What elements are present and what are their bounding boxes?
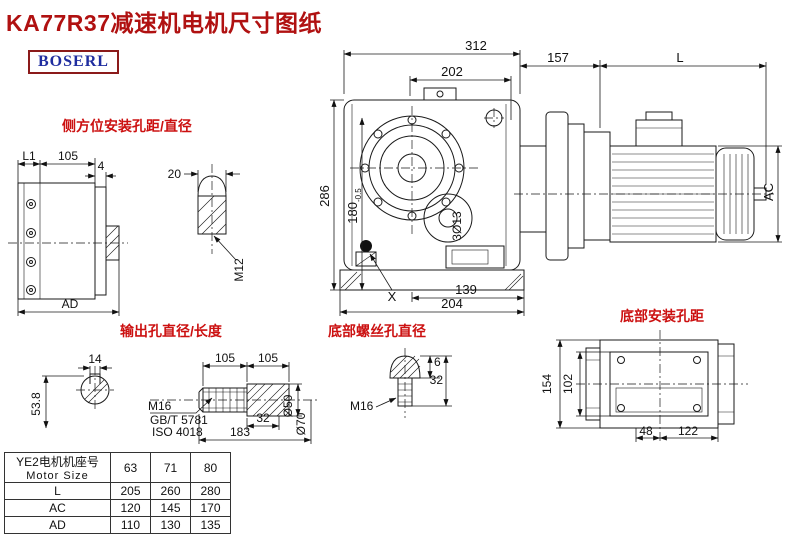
- dim-312: 312: [465, 38, 487, 53]
- page-title: KA77R37减速机电机尺寸图纸: [6, 10, 322, 36]
- dim-32-screw: 32: [430, 373, 444, 387]
- dim-value: 130: [150, 516, 191, 534]
- dim-6: 6: [434, 355, 441, 369]
- dim-dia70: Ø70: [294, 412, 308, 435]
- standard-gb: GB/T 5781: [150, 413, 208, 427]
- motor-side-view: 157 L AC: [514, 50, 782, 261]
- dim-value: 145: [150, 499, 191, 517]
- dim-value: 120: [110, 499, 151, 517]
- dim-value: 170: [190, 499, 231, 517]
- dim-value: 205: [110, 482, 151, 500]
- dim-48: 48: [639, 424, 653, 438]
- left-side-view: L1 105 4 AD: [8, 149, 128, 316]
- dim-122: 122: [678, 424, 698, 438]
- dim-dia50: Ø50: [281, 394, 295, 417]
- label-bottom-mount-holes: 底部安装孔距: [620, 308, 704, 324]
- key-section-detail: 14 53.8: [29, 352, 114, 429]
- dim-183: 183: [230, 425, 250, 439]
- dim-32-shaft: 32: [256, 411, 270, 425]
- dim-157: 157: [547, 50, 569, 65]
- dim-value: 280: [190, 482, 231, 500]
- dim-286: 286: [317, 185, 332, 207]
- motor-size-value: 71: [150, 452, 191, 483]
- dim-20: 20: [168, 167, 182, 181]
- dim-105-b: 105: [258, 351, 278, 365]
- table-row: AC 120 145 170: [4, 499, 231, 517]
- label-side-mount-holes: 侧方位安装孔距/直径: [62, 118, 192, 134]
- dim-180: 180-0.5: [345, 188, 363, 224]
- dim-M12: M12: [232, 258, 246, 282]
- output-shaft-detail: 105 105 32 183 Ø50 Ø70 M16 GB/T 5781 ISO…: [148, 351, 318, 444]
- dim-value: 260: [150, 482, 191, 500]
- label-output-hole: 输出孔直径/长度: [120, 323, 222, 339]
- dim-204: 204: [441, 296, 463, 311]
- dim-M16-shaft: M16: [148, 399, 172, 413]
- bottom-mount-view: 154 102 48 122: [540, 330, 748, 444]
- dim-4: 4: [98, 159, 105, 173]
- table-row: AD 110 130 135: [4, 516, 231, 534]
- motor-size-header-cell: YE2电机机座号 Motor Size: [4, 452, 111, 483]
- dim-53-8: 53.8: [29, 392, 43, 416]
- table-row: YE2电机机座号 Motor Size 63 71 80: [4, 452, 231, 483]
- dim-L1: L1: [22, 149, 36, 163]
- dim-row-label: AC: [4, 499, 111, 517]
- dim-154: 154: [540, 374, 554, 394]
- motor-size-header-en: Motor Size: [26, 470, 89, 482]
- dim-X: X: [388, 289, 397, 304]
- dim-value: 110: [110, 516, 151, 534]
- motor-size-table: YE2电机机座号 Motor Size 63 71 80 L 205 260 2…: [4, 452, 231, 534]
- dim-M16-screw: M16: [350, 399, 374, 413]
- brand-logo: BOSERL: [28, 50, 119, 74]
- motor-size-header-cn: YE2电机机座号: [16, 455, 99, 469]
- dim-139: 139: [455, 282, 477, 297]
- motor-size-value: 63: [110, 452, 151, 483]
- dim-3x13-holes: 3Ø13: [450, 211, 464, 241]
- dim-202: 202: [441, 64, 463, 79]
- standard-iso: ISO 4018: [152, 425, 203, 439]
- dim-102: 102: [561, 374, 575, 394]
- table-row: L 205 260 280: [4, 482, 231, 500]
- bottom-screw-detail: 6 32 M16: [350, 348, 452, 418]
- dim-row-label: L: [4, 482, 111, 500]
- dim-14: 14: [88, 352, 102, 366]
- dim-value: 135: [190, 516, 231, 534]
- dim-105-left: 105: [58, 149, 78, 163]
- dim-AD: AD: [62, 297, 79, 311]
- main-front-view: 312 202 286 180-0.5 3Ø13 X 139 204: [317, 38, 525, 316]
- dim-AC: AC: [761, 183, 776, 201]
- side-plug-detail: 20 M12: [168, 164, 246, 282]
- dim-L: L: [676, 50, 683, 65]
- motor-size-value: 80: [190, 452, 231, 483]
- dim-row-label: AD: [4, 516, 111, 534]
- label-bottom-screw-hole: 底部螺丝孔直径: [328, 323, 426, 339]
- dim-105-a: 105: [215, 351, 235, 365]
